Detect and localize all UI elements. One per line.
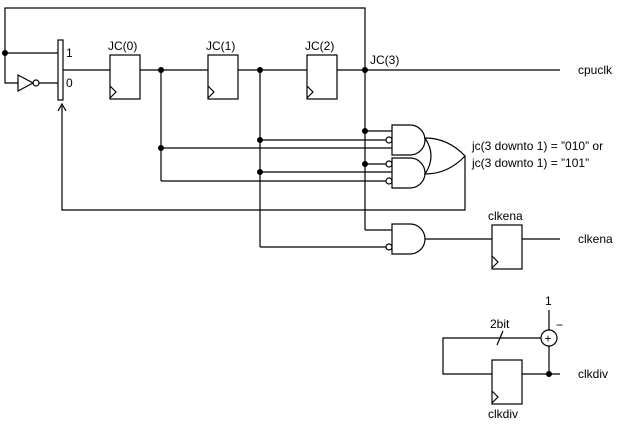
inversion-bubble — [385, 136, 393, 144]
condition-line-1: jc(3 downto 1) = ”010” or — [471, 139, 603, 153]
flipflop-jc1 — [207, 54, 239, 100]
bus-width-slash — [496, 330, 504, 346]
inversion-bubble — [385, 177, 393, 185]
condition-line-2: jc(3 downto 1) = ”101” — [471, 156, 589, 170]
and-gate-101 — [391, 157, 426, 189]
adder-plus-symbol: + — [545, 332, 552, 346]
inverter-gate — [17, 74, 35, 92]
clkdiv-signal-label: clkdiv — [578, 367, 608, 381]
inversion-bubble — [385, 160, 393, 168]
clock-triangle-icon — [491, 390, 499, 404]
jc0-label: JC(0) — [108, 39, 137, 53]
const-one-label: 1 — [545, 294, 552, 308]
flipflop-clkdiv — [491, 359, 523, 405]
junction-dot — [362, 161, 368, 167]
minus-sign-label: − — [556, 318, 563, 332]
clkena-signal-label: clkena — [578, 232, 613, 246]
mux-select-wire — [61, 106, 466, 211]
junction-dot — [257, 137, 263, 143]
clock-triangle-icon — [207, 85, 215, 99]
clock-triangle-icon — [306, 85, 314, 99]
junction-dot — [257, 169, 263, 175]
junction-dot — [362, 128, 368, 134]
flipflop-clkena — [491, 224, 523, 270]
clkdiv-ff-label: clkdiv — [488, 407, 518, 421]
counter-loop-wire — [442, 337, 541, 375]
clkena-ff-label: clkena — [488, 209, 523, 223]
or-gate — [423, 137, 466, 175]
clock-triangle-icon — [109, 85, 117, 99]
mux-input-1-label: 1 — [66, 46, 73, 60]
bus-width-label: 2bit — [490, 317, 510, 331]
and-gate-clkena — [391, 223, 426, 255]
and-gate-010 — [391, 124, 426, 156]
mux-input-0-label: 0 — [66, 76, 73, 90]
junction-dot — [158, 145, 164, 151]
clock-triangle-icon — [491, 255, 499, 269]
multiplexer — [57, 39, 64, 101]
inversion-bubble — [385, 243, 393, 251]
flipflop-jc2 — [306, 54, 338, 100]
inverter-input-wire — [4, 53, 18, 84]
jc3-label: JC(3) — [370, 53, 399, 67]
mux-select-arrow-icon — [57, 102, 67, 112]
jc2-label: JC(2) — [305, 39, 334, 53]
junction-dot — [546, 371, 552, 377]
flipflop-jc0 — [109, 54, 141, 100]
cpuclk-label: cpuclk — [578, 63, 613, 77]
feedback-wire-jc3 — [4, 7, 366, 70]
inverter-bubble — [32, 79, 40, 87]
jc1-label: JC(1) — [206, 39, 235, 53]
